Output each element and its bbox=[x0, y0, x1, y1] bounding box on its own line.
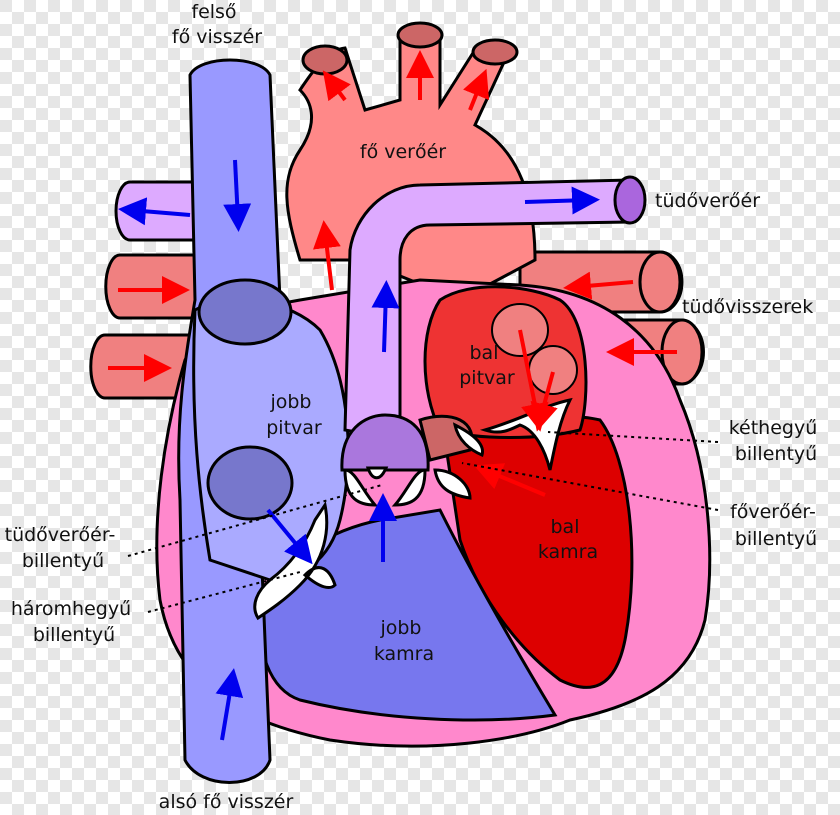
label-mitral-valve-line1: kéthegyű bbox=[729, 417, 818, 439]
label-right-ventricle-line1: jobb bbox=[379, 617, 421, 639]
aortic-valve-shape bbox=[418, 414, 485, 500]
label-superior-vena-cava-line2: fő visszér bbox=[172, 26, 262, 48]
label-pulmonary-valve: tüdőverőér- billentyű bbox=[5, 524, 122, 572]
leader-lines bbox=[127, 431, 719, 613]
label-mitral-valve: kéthegyű billentyű bbox=[729, 417, 824, 465]
pulmonary-artery-end bbox=[613, 175, 647, 225]
label-superior-vena-cava: felső fő visszér bbox=[172, 1, 262, 48]
pulmonary-vein-opening-2 bbox=[528, 345, 578, 395]
label-pulmonary-artery: tüdőverőér bbox=[655, 190, 760, 212]
label-left-atrium: bal pitvar bbox=[459, 342, 515, 389]
right-ventricle-chamber bbox=[257, 508, 558, 722]
label-left-atrium-line1: bal bbox=[469, 342, 498, 364]
label-tricuspid-valve-line1: háromhegyű bbox=[11, 598, 131, 620]
pulmonary-artery bbox=[343, 178, 632, 442]
label-right-atrium-line1: jobb bbox=[269, 391, 311, 413]
label-left-ventricle-line2: kamra bbox=[538, 541, 598, 563]
label-mitral-valve-line2: billentyű bbox=[735, 443, 817, 465]
red-flow-arrows bbox=[108, 50, 677, 497]
label-aorta: fő verőér bbox=[360, 141, 446, 163]
label-pulmonary-veins: tüdővisszerek bbox=[682, 296, 813, 318]
label-aortic-valve-line1: főverőér- bbox=[730, 501, 816, 523]
label-left-atrium-line2: pitvar bbox=[459, 367, 515, 389]
label-tricuspid-valve-line2: billentyű bbox=[33, 624, 115, 646]
label-superior-vena-cava-line1: felső bbox=[191, 1, 236, 23]
label-left-ventricle: bal kamra bbox=[538, 516, 598, 563]
blue-flow-arrows bbox=[118, 159, 600, 741]
label-left-ventricle-line1: bal bbox=[550, 516, 579, 538]
label-right-ventricle-line2: kamra bbox=[374, 643, 434, 665]
label-tricuspid-valve: háromhegyű billentyű bbox=[11, 598, 137, 646]
label-right-ventricle: jobb kamra bbox=[374, 617, 434, 665]
label-right-atrium-line2: pitvar bbox=[266, 417, 322, 439]
inferior-vena-cava-opening bbox=[206, 445, 294, 521]
label-right-atrium: jobb pitvar bbox=[266, 391, 322, 439]
label-aortic-valve: főverőér- billentyű bbox=[730, 501, 822, 550]
superior-vena-cava-opening bbox=[197, 278, 293, 346]
label-inferior-vena-cava: alsó fő visszér bbox=[159, 791, 294, 813]
label-pulmonary-valve-line2: billentyű bbox=[22, 550, 104, 572]
label-pulmonary-valve-line1: tüdőverőér- bbox=[5, 524, 116, 546]
label-aortic-valve-line2: billentyű bbox=[735, 528, 817, 550]
